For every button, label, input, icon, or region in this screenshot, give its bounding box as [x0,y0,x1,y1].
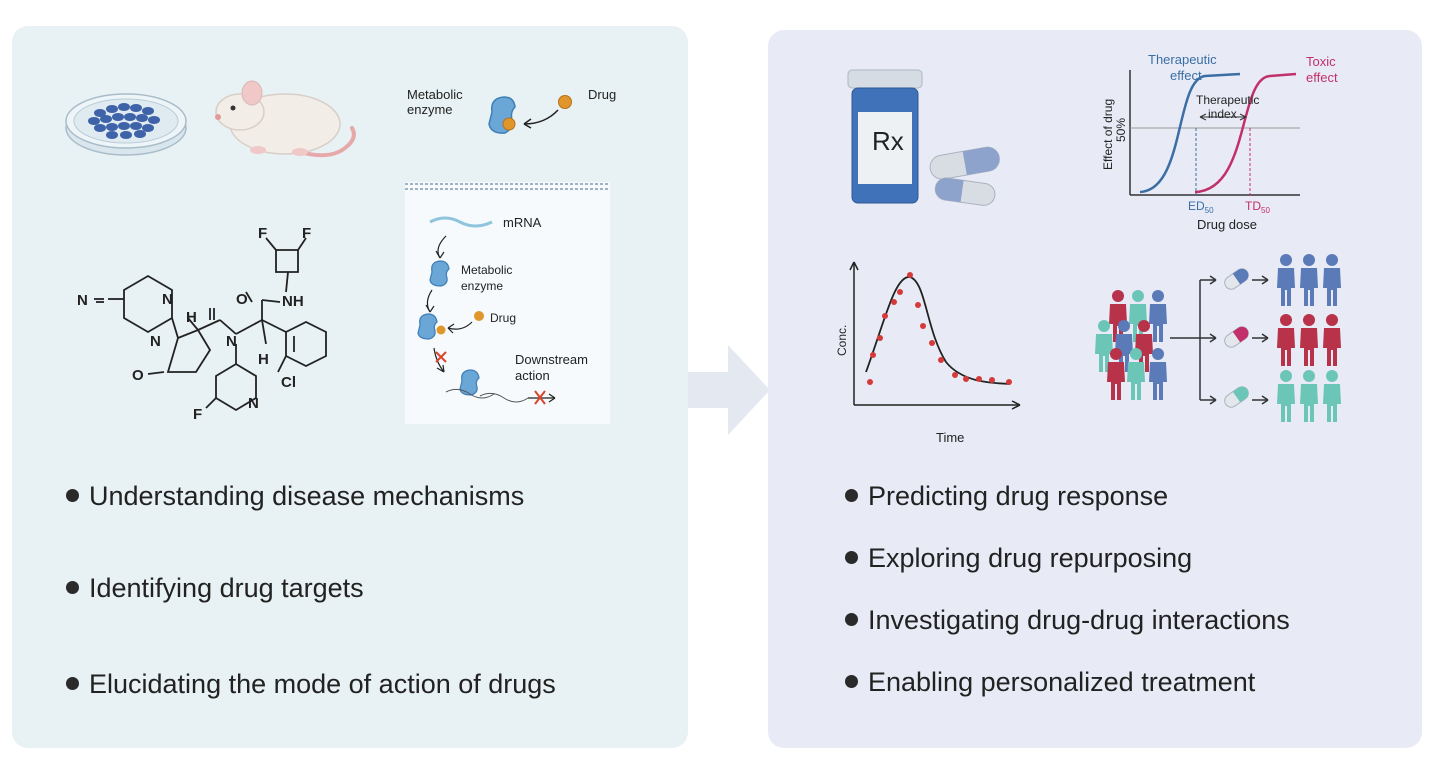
svg-text:enzyme: enzyme [407,102,453,117]
svg-text:Drug: Drug [588,87,616,102]
mouse-icon [215,80,356,158]
left-illustrations: Metabolic enzyme Drug mRNA Metabolic enz… [65,80,616,424]
svg-text:ED50: ED50 [1188,199,1214,215]
svg-text:N: N [77,292,88,309]
molecule-structure [94,237,327,412]
personalized-treatment-diagram [1095,254,1341,422]
list-item: Identifying drug targets [66,572,364,604]
svg-text:index: index [1208,107,1237,121]
svg-text:Cl: Cl [281,374,296,391]
svg-text:Rx: Rx [872,126,904,156]
right-illustrations: Rx Therapeutic effect Toxic effect Thera… [835,52,1341,445]
svg-text:N: N [162,291,173,308]
svg-text:Time: Time [936,430,964,445]
svg-text:Therapeutic: Therapeutic [1196,93,1259,107]
svg-text:N: N [248,395,259,412]
svg-text:N: N [150,333,161,350]
svg-text:Toxic: Toxic [1306,54,1336,69]
bullet-dot-icon [845,675,858,688]
list-item: Investigating drug-drug interactions [845,604,1290,636]
list-item: Understanding disease mechanisms [66,480,524,512]
list-item: Elucidating the mode of action of drugs [66,668,556,700]
svg-text:F: F [302,225,311,242]
pill-bottle-icon: Rx [847,69,1000,206]
petri-dish-icon [65,93,187,156]
center-arrow-icon [688,345,770,435]
svg-text:action: action [515,368,550,383]
capsule-icon [1224,386,1249,408]
svg-text:Drug: Drug [490,311,516,325]
svg-text:Metabolic: Metabolic [461,263,512,277]
svg-text:50%: 50% [1114,118,1128,142]
svg-text:Conc.: Conc. [835,325,849,356]
red-group [1277,314,1341,366]
mechanism-inset: mRNA Metabolic enzyme Drug Downstream ac… [405,182,610,424]
svg-text:Metabolic: Metabolic [407,87,463,102]
bullet-dot-icon [845,551,858,564]
svg-text:enzyme: enzyme [461,279,503,293]
dose-response-graph: Therapeutic effect Toxic effect Therapeu… [1101,52,1338,232]
svg-text:O: O [132,367,144,384]
bullet-dot-icon [845,613,858,626]
svg-text:Drug dose: Drug dose [1197,217,1257,232]
svg-text:Therapeutic: Therapeutic [1148,52,1217,67]
svg-text:Downstream: Downstream [515,352,588,367]
svg-text:TD50: TD50 [1245,199,1270,215]
svg-text:H: H [186,309,197,326]
svg-text:O: O [236,291,248,308]
list-item: Predicting drug response [845,480,1168,512]
teal-group [1277,370,1341,422]
svg-text:F: F [193,406,202,423]
bullet-dot-icon [845,489,858,502]
enzyme-drug-icon: Metabolic enzyme Drug [407,87,616,134]
capsule-icon [1224,326,1249,348]
svg-text:N: N [226,333,237,350]
svg-text:effect: effect [1306,70,1338,85]
mixed-population [1095,290,1167,400]
concentration-time-graph: Conc. Time [835,261,1021,445]
svg-text:Effect of drug: Effect of drug [1101,99,1115,170]
left-bullet-list: Understanding disease mechanisms Identif… [66,480,666,710]
capsule-icon [1224,268,1249,290]
svg-text:effect: effect [1170,68,1202,83]
svg-text:H: H [258,351,269,368]
list-item: Exploring drug repurposing [845,542,1192,574]
bullet-dot-icon [66,489,79,502]
svg-text:mRNA: mRNA [503,215,542,230]
molecule-atoms: F F NH N N N H O O N H F N Cl [77,225,311,423]
blue-group [1277,254,1341,306]
svg-text:F: F [258,225,267,242]
svg-text:NH: NH [282,293,304,310]
right-bullet-list: Predicting drug response Exploring drug … [845,480,1405,710]
bullet-dot-icon [66,677,79,690]
bullet-dot-icon [66,581,79,594]
list-item: Enabling personalized treatment [845,666,1255,698]
